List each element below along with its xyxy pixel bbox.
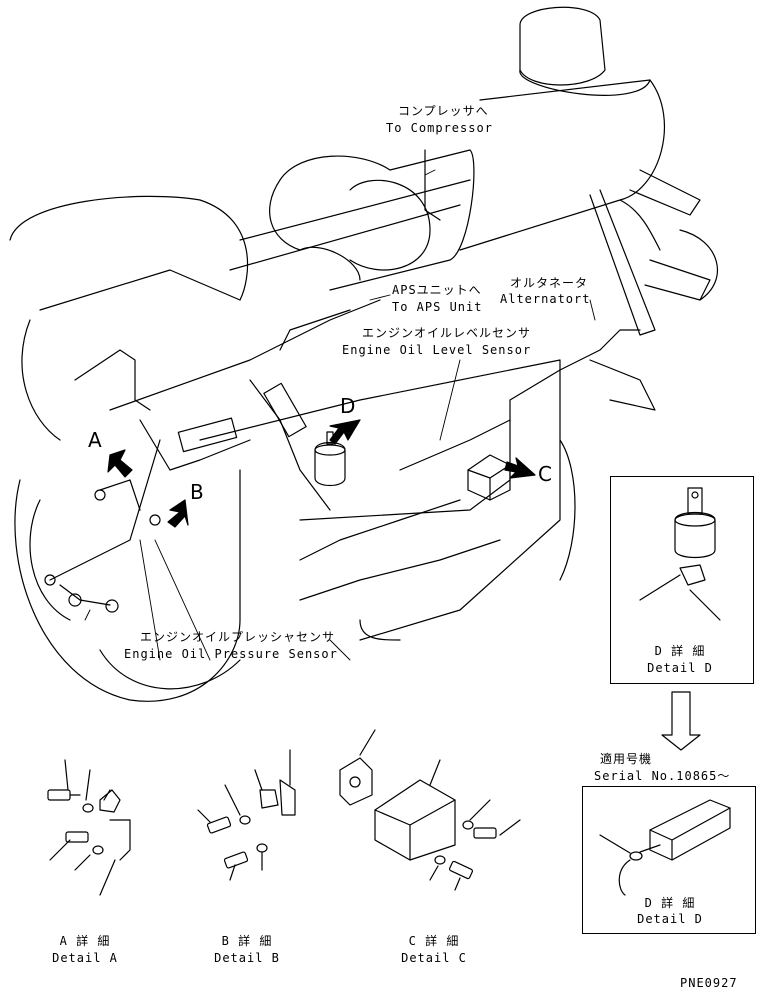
- callout-b: B: [190, 480, 204, 504]
- drawing-code: PNE0927: [680, 976, 738, 990]
- air-cleaner: [459, 6, 718, 336]
- detail-d2-frame: [582, 786, 756, 934]
- down-arrow: [661, 691, 701, 751]
- detail-d-label-en: Detail D: [647, 661, 713, 675]
- callout-arrows: [107, 419, 536, 528]
- oil-pressure-label-en: Engine Oil Pressure Sensor: [124, 647, 338, 661]
- serial-label-jp: 適用号機: [600, 752, 653, 766]
- engine-block: [9, 195, 576, 702]
- aps-label-en: To APS Unit: [392, 300, 483, 314]
- compressor-label-en: To Compressor: [386, 121, 493, 135]
- callout-a: A: [88, 428, 102, 452]
- intake-piping: [229, 149, 475, 291]
- leader-lines: [84, 169, 596, 661]
- alternator-label-jp: オルタネータ: [510, 276, 589, 290]
- detail-a-label-jp: A 詳 細: [59, 934, 111, 948]
- oil-pressure-label-jp: エンジンオイルプレッシャセンサ: [140, 630, 336, 644]
- detail-c-label-en: Detail C: [401, 951, 467, 965]
- detail-d-drawing: [639, 487, 721, 621]
- detail-b-label-en: Detail B: [214, 951, 280, 965]
- callout-c: C: [538, 462, 552, 486]
- wiring-harness: [49, 299, 656, 606]
- detail-c-label-jp: C 詳 細: [408, 934, 460, 948]
- detail-d-label-jp: D 詳 細: [654, 644, 706, 658]
- detail-a-label-en: Detail A: [52, 951, 118, 965]
- oil-level-label-jp: エンジンオイルレベルセンサ: [362, 326, 532, 340]
- oil-level-label-en: Engine Oil Level Sensor: [342, 343, 532, 357]
- aps-label-jp: APSユニットへ: [392, 283, 482, 297]
- compressor-label-jp: コンプレッサへ: [398, 104, 489, 118]
- sensor-c: [467, 454, 511, 501]
- detail-a-drawing: [47, 759, 131, 896]
- detail-d2-label-jp: D 詳 細: [644, 896, 696, 910]
- detail-d2-drawing: [599, 799, 731, 896]
- detail-c-drawing: [339, 729, 521, 891]
- detail-d-frame: [610, 476, 754, 684]
- pressure-sensor-parts: [44, 489, 161, 613]
- detail-d2-label-en: Detail D: [637, 912, 703, 926]
- alternator-label-en: Alternatort: [500, 292, 591, 306]
- detail-b-drawing: [197, 749, 296, 881]
- callout-d: D: [340, 394, 356, 418]
- detail-b-label-jp: B 詳 細: [221, 934, 273, 948]
- serial-label-en: Serial No.10865～: [594, 769, 731, 783]
